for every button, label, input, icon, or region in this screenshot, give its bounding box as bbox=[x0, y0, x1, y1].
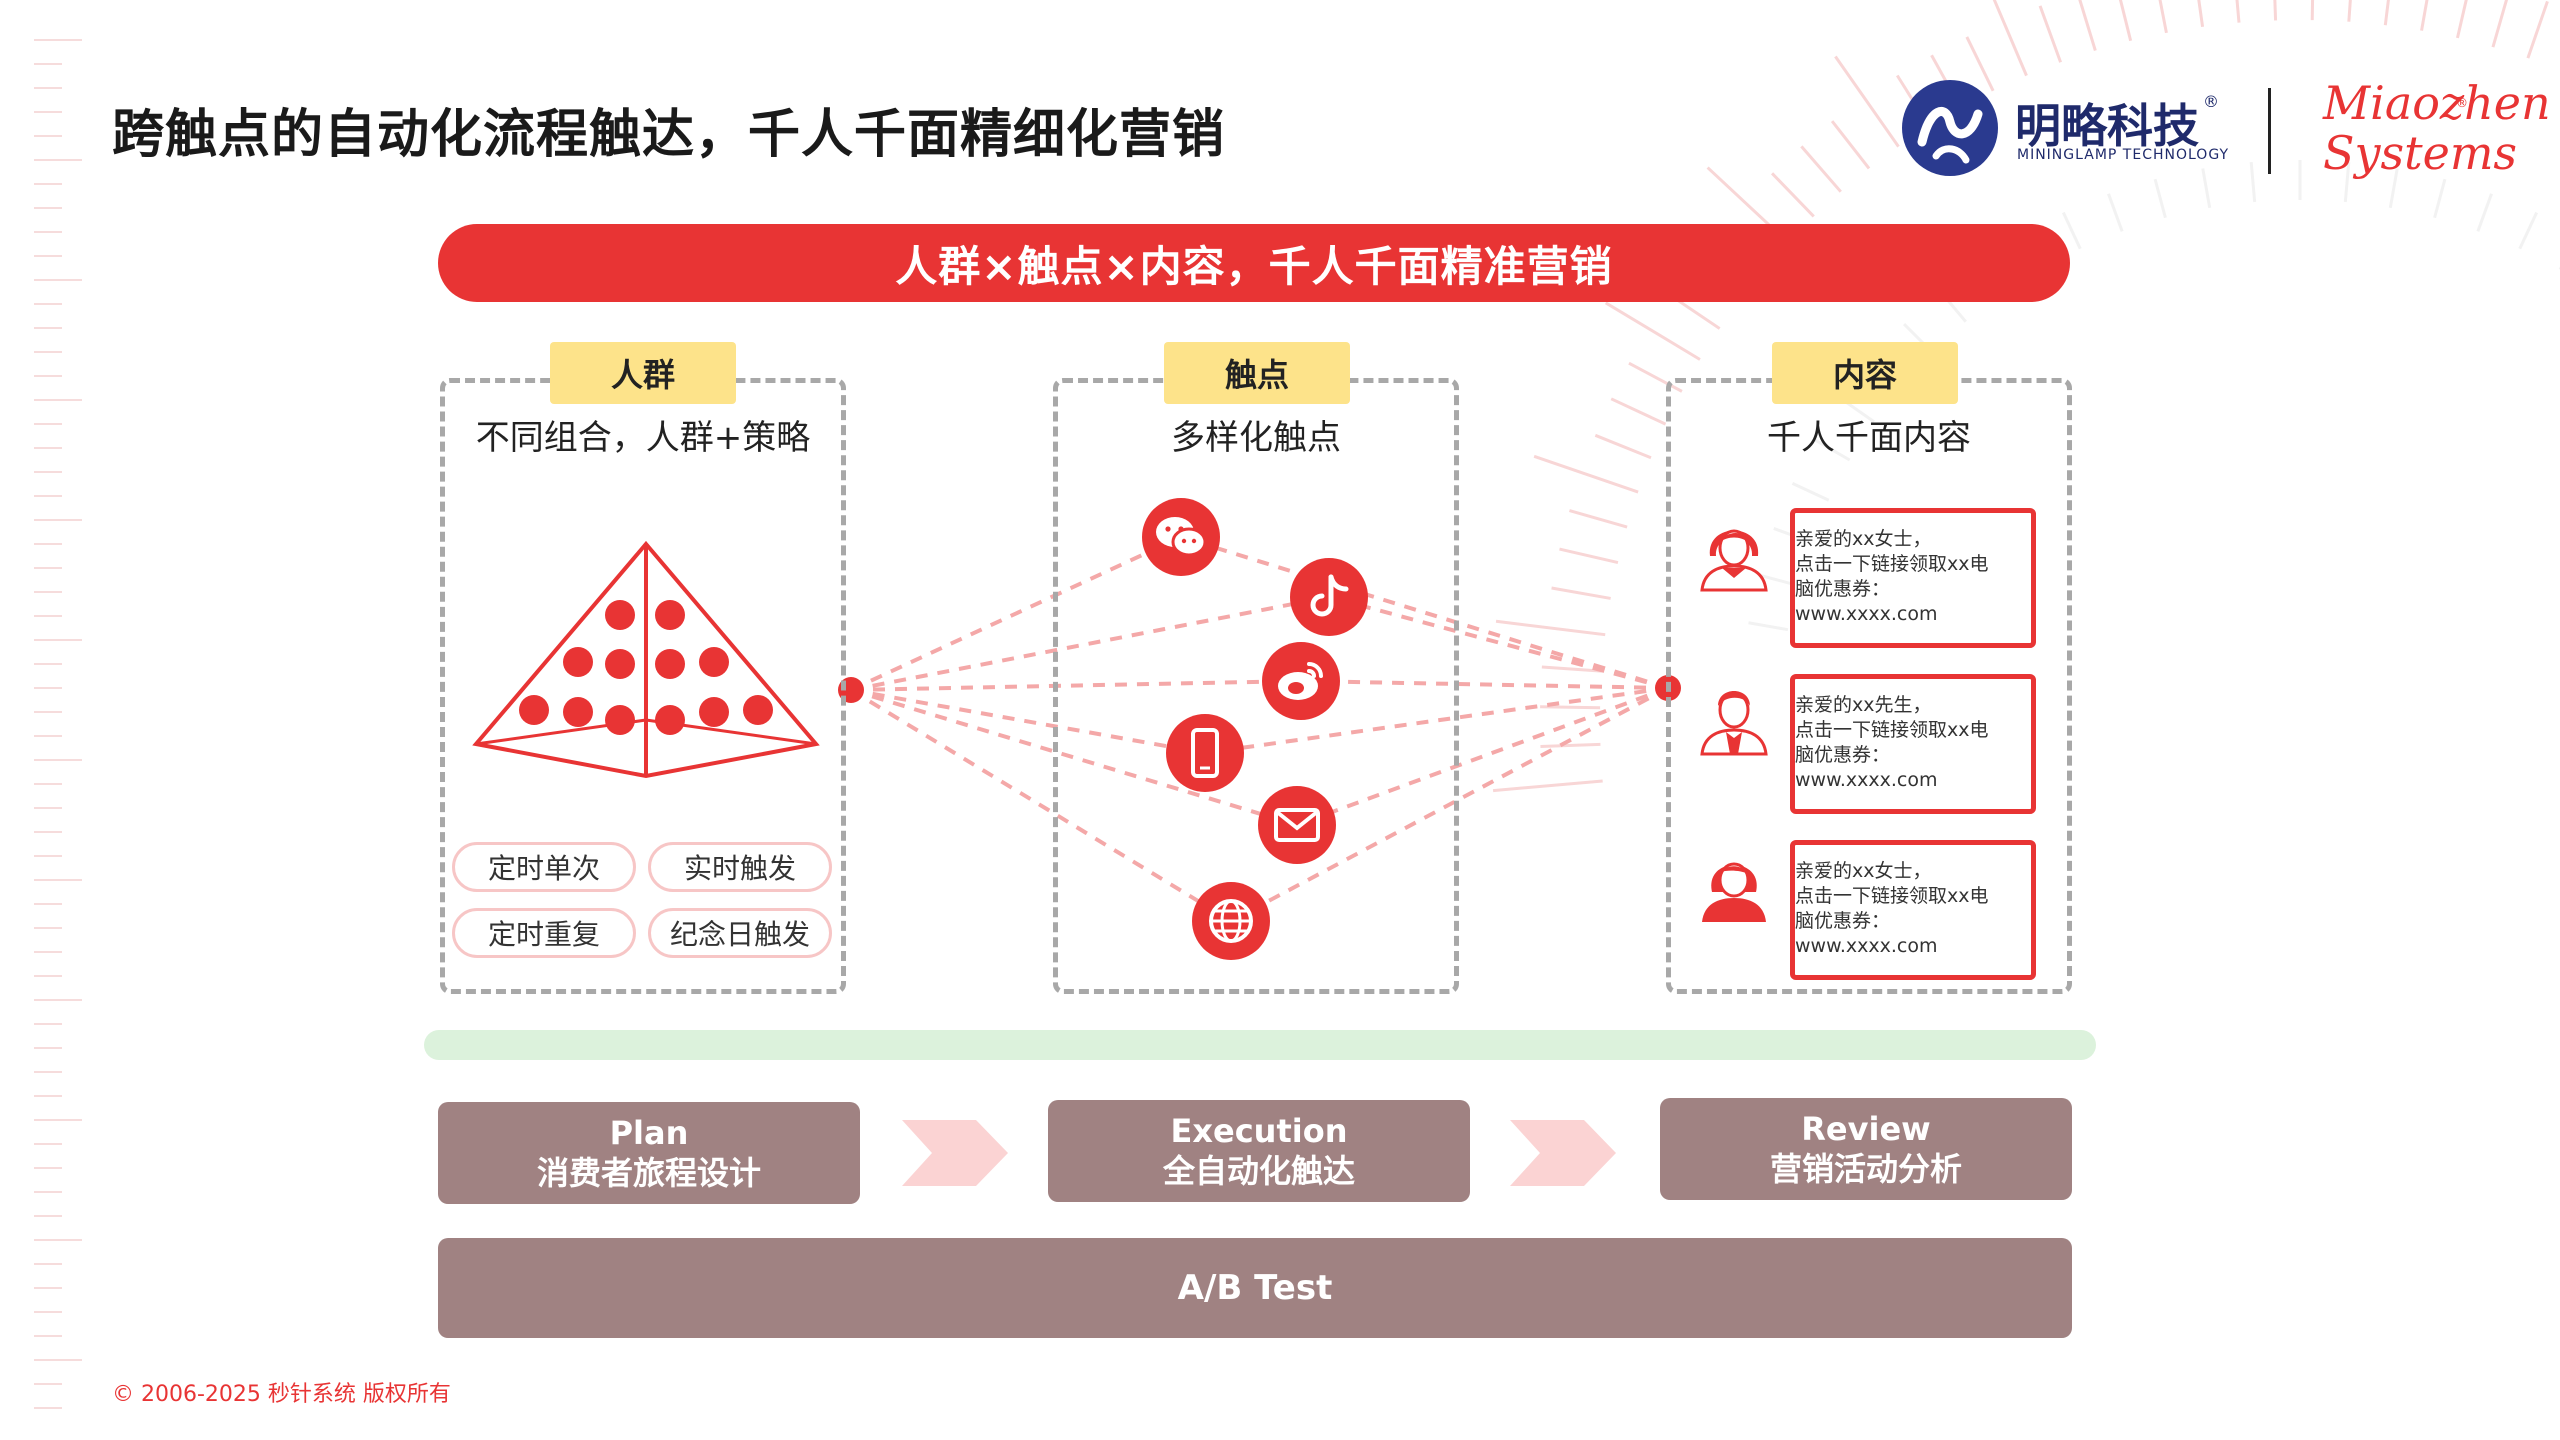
chevron-right-icon bbox=[1510, 1120, 1616, 1186]
message-link[interactable]: www.xxxx.com bbox=[1795, 603, 1938, 625]
miaozhen-reg-mark: ® bbox=[2456, 96, 2468, 110]
mobile-icon bbox=[1166, 714, 1244, 792]
stage-execution-en: Execution bbox=[1170, 1112, 1348, 1150]
email-icon bbox=[1258, 786, 1336, 864]
male-avatar-icon bbox=[1700, 691, 1768, 756]
brand-name-cn: 明略科技 bbox=[2015, 99, 2199, 153]
message-link[interactable]: www.xxxx.com bbox=[1795, 769, 1938, 791]
tiktok-icon bbox=[1290, 558, 1368, 636]
female-avatar-icon bbox=[1700, 529, 1768, 592]
message-line: 亲爱的xx女士， bbox=[1795, 528, 1932, 550]
message-line: 点击一下链接领取xx电 bbox=[1795, 719, 1989, 741]
chevron-right-icon bbox=[902, 1120, 1008, 1186]
left-ruler-ticks bbox=[34, 39, 82, 1409]
web-icon bbox=[1192, 882, 1270, 960]
content-tab: 内容 bbox=[1772, 342, 1958, 404]
stage-plan-cn: 消费者旅程设计 bbox=[536, 1154, 761, 1192]
message-card-3: 亲爱的xx女士， 点击一下链接领取xx电 脑优惠券： www.xxxx.com bbox=[1790, 840, 2036, 980]
message-line: 脑优惠券： bbox=[1795, 910, 1891, 932]
trigger-option-scheduled-once[interactable]: 定时单次 bbox=[452, 842, 636, 892]
message-card-1: 亲爱的xx女士， 点击一下链接领取xx电 脑优惠券： www.xxxx.com bbox=[1790, 508, 2036, 648]
stage-review-cn: 营销活动分析 bbox=[1769, 1150, 1962, 1188]
copyright-notice: © 2006-2025 秒针系统 版权所有 bbox=[112, 1382, 451, 1407]
mininglamp-logo-icon bbox=[1902, 80, 1998, 176]
stage-review: Review 营销活动分析 bbox=[1660, 1098, 2072, 1200]
message-card-2: 亲爱的xx先生， 点击一下链接领取xx电 脑优惠券： www.xxxx.com bbox=[1790, 674, 2036, 814]
page-title: 跨触点的自动化流程触达，千人千面精细化营销 bbox=[112, 105, 1226, 165]
stage-execution: Execution 全自动化触达 bbox=[1048, 1100, 1470, 1202]
radial-rays-decoration bbox=[1492, 0, 2560, 793]
miaozhen-logo-line2: Systems bbox=[2323, 126, 2518, 180]
trigger-option-scheduled-repeat[interactable]: 定时重复 bbox=[452, 908, 636, 958]
content-subtitle: 千人千面内容 bbox=[1767, 418, 1971, 458]
touchpoint-tab: 触点 bbox=[1164, 342, 1350, 404]
weibo-icon bbox=[1262, 642, 1340, 720]
trigger-option-anniversary[interactable]: 纪念日触发 bbox=[648, 908, 832, 958]
message-line: 脑优惠券： bbox=[1795, 578, 1891, 600]
message-line: 点击一下链接领取xx电 bbox=[1795, 553, 1989, 575]
stage-plan-en: Plan bbox=[609, 1114, 689, 1152]
message-line: 脑优惠券： bbox=[1795, 744, 1891, 766]
message-line: 点击一下链接领取xx电 bbox=[1795, 885, 1989, 907]
audience-pyramid-icon bbox=[472, 540, 820, 779]
ab-test-bar: A/B Test bbox=[438, 1238, 2072, 1338]
stage-execution-cn: 全自动化触达 bbox=[1162, 1152, 1355, 1190]
miaozhen-logo-line1: Miaozhen bbox=[2323, 76, 2551, 130]
touchpoint-subtitle: 多样化触点 bbox=[1171, 418, 1341, 458]
brand-name-en: MININGLAMP TECHNOLOGY bbox=[2017, 147, 2230, 163]
stage-plan: Plan 消费者旅程设计 bbox=[438, 1102, 860, 1204]
timeline-band bbox=[424, 1030, 2096, 1060]
message-link[interactable]: www.xxxx.com bbox=[1795, 935, 1938, 957]
brand-reg-mark: ® bbox=[2203, 92, 2219, 111]
audience-subtitle: 不同组合，人群+策略 bbox=[475, 418, 811, 458]
stage-review-en: Review bbox=[1801, 1110, 1931, 1148]
wechat-icon bbox=[1142, 498, 1220, 576]
female-avatar-icon bbox=[1702, 862, 1766, 922]
headline-banner: 人群×触点×内容，千人千面精准营销 bbox=[438, 224, 2070, 302]
trigger-option-realtime[interactable]: 实时触发 bbox=[648, 842, 832, 892]
message-line: 亲爱的xx先生， bbox=[1795, 694, 1932, 716]
message-line: 亲爱的xx女士， bbox=[1795, 860, 1932, 882]
audience-tab: 人群 bbox=[550, 342, 736, 404]
brand-separator bbox=[2268, 88, 2271, 174]
